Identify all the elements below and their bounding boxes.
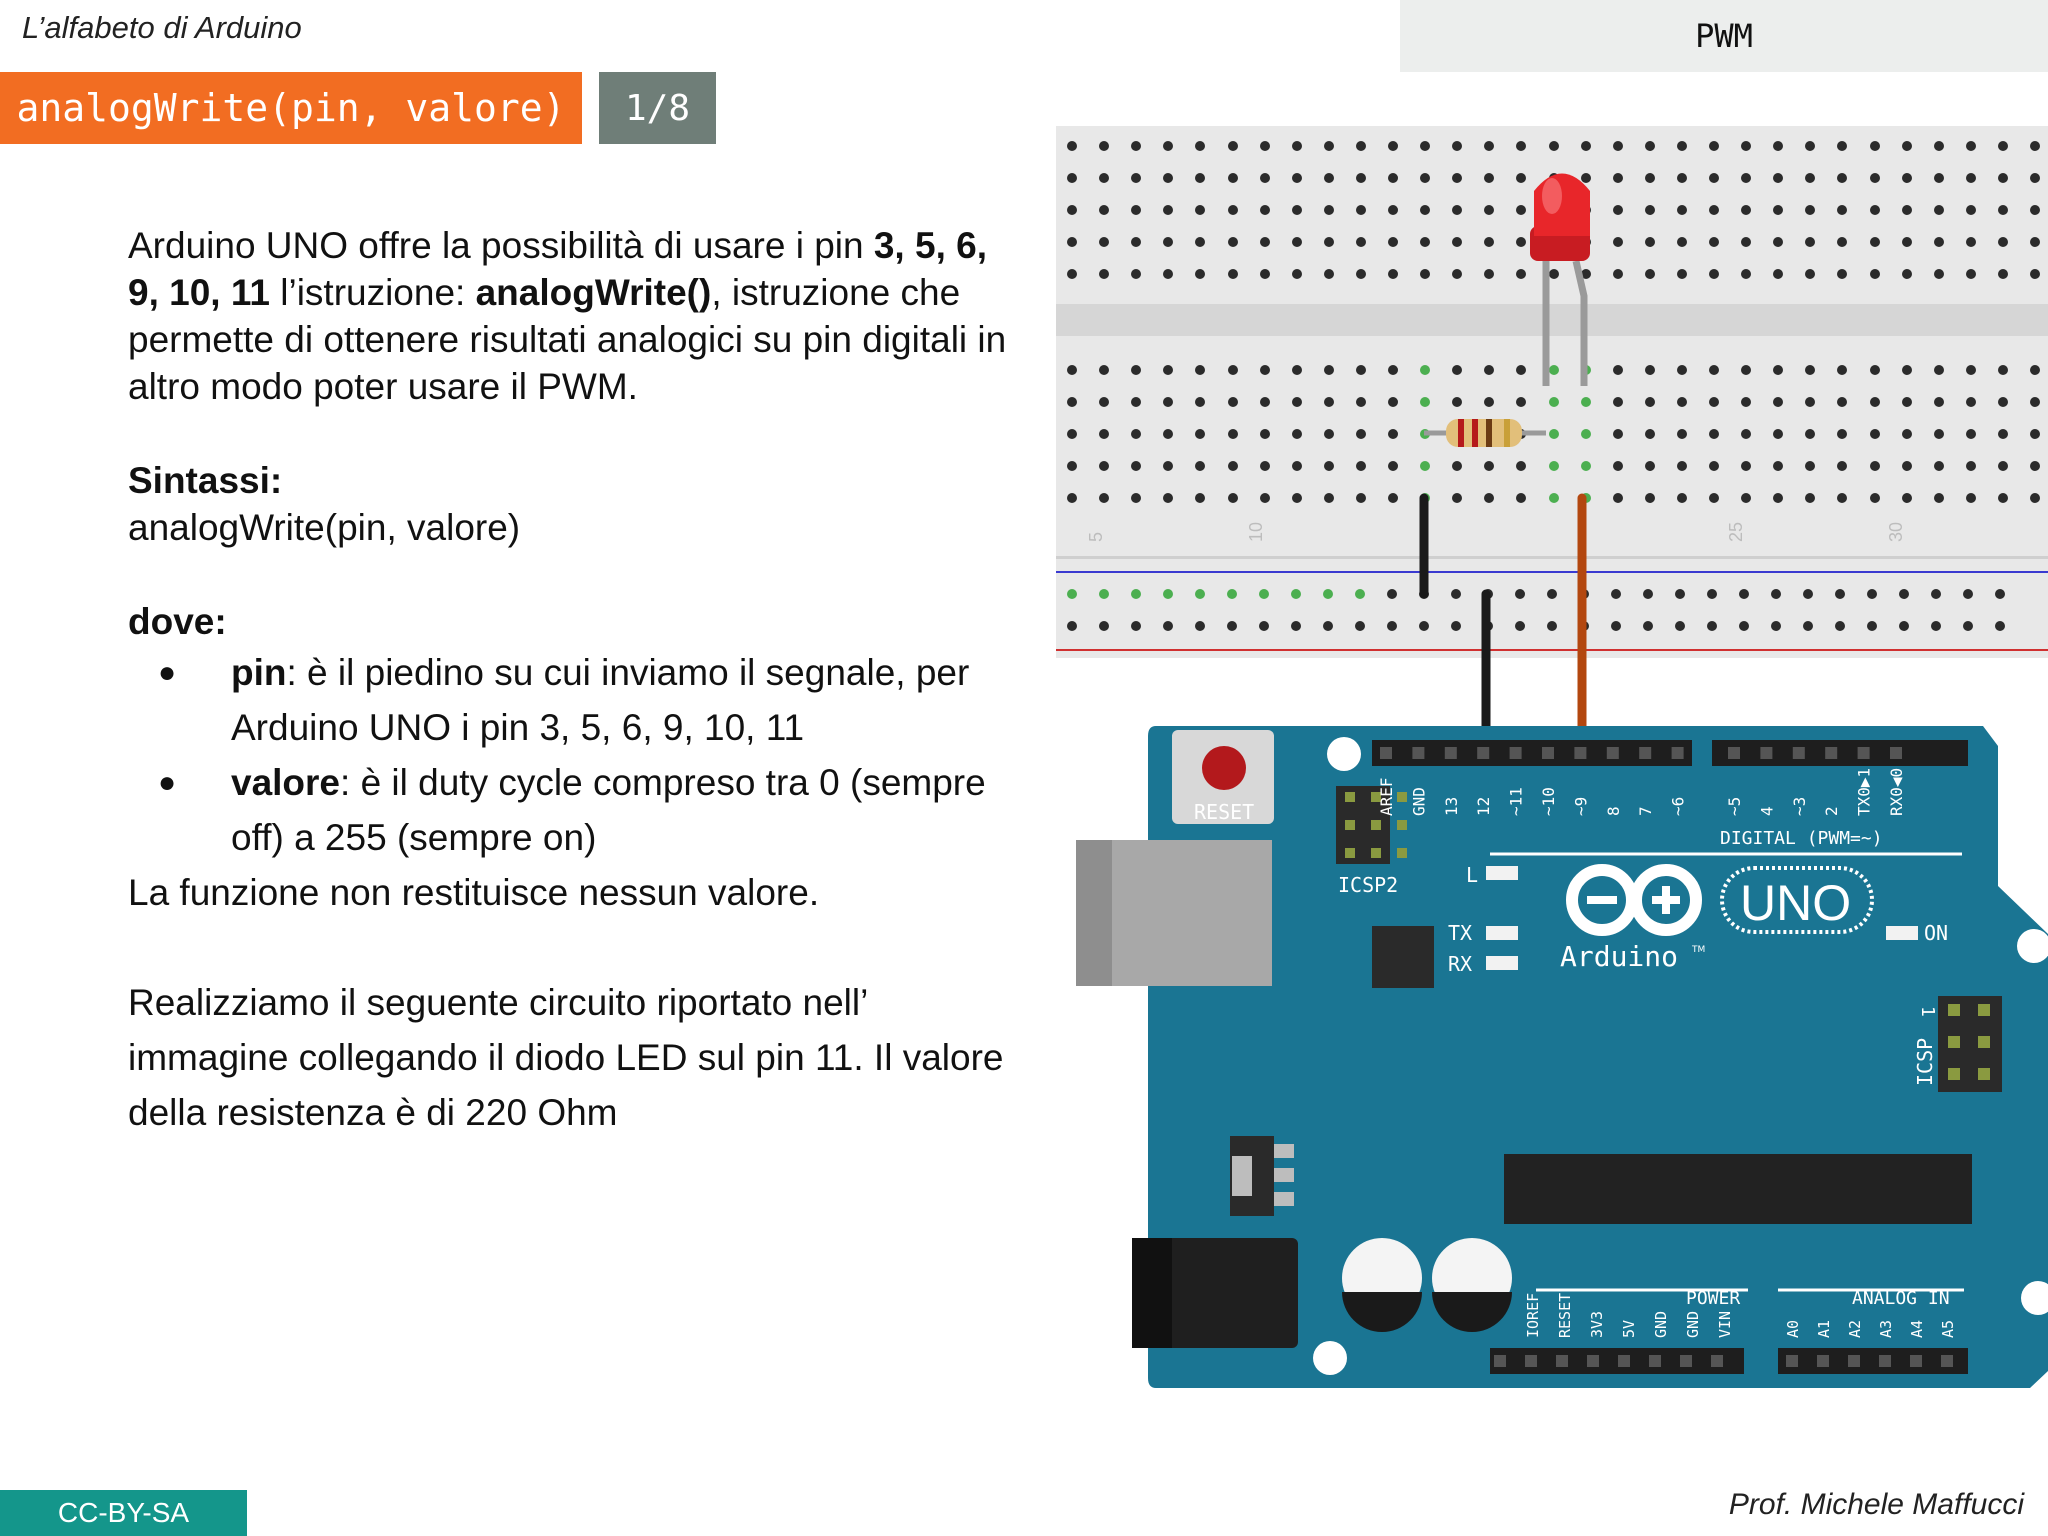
icsp-label: ICSP <box>1913 1038 1937 1086</box>
power-pin-label: GND <box>1652 1311 1670 1338</box>
power-pin-label: 5V <box>1620 1320 1638 1338</box>
digital-pin-label: AREF <box>1377 777 1396 816</box>
arduino-logo-icon <box>1566 864 1874 936</box>
digital-pin-label: 12 <box>1474 797 1493 816</box>
digital-header <box>1380 747 1902 759</box>
bb-number: 10 <box>1246 522 1266 542</box>
analog-pin-label: A0 <box>1784 1320 1802 1338</box>
power-header <box>1494 1355 1953 1367</box>
param-desc: : è il piedino su cui inviamo il segnale… <box>231 652 970 748</box>
tx-label: TX <box>1448 921 1472 945</box>
power-label: POWER <box>1686 1288 1740 1309</box>
analog-pin-label: A2 <box>1846 1320 1864 1338</box>
intro-function: analogWrite() <box>475 272 712 313</box>
power-pin-label: GND <box>1684 1311 1702 1338</box>
analog-pin-labels: A0 A1 A2 A3 A4 A5 <box>1784 1320 1957 1338</box>
author-name: Prof. Michele Maffucci <box>1728 1488 2024 1521</box>
function-tag: analogWrite(pin, valore) <box>0 72 582 144</box>
bb-number: 30 <box>1886 522 1906 542</box>
bb-number: 5 <box>1086 532 1106 542</box>
icsp2-label: ICSP2 <box>1338 873 1398 897</box>
digital-pin-label: TX0▶1 <box>1855 768 1874 816</box>
where-heading: dove: <box>128 601 227 642</box>
circuit-illustration: 5 10 25 30 RESET <box>1056 126 2048 1388</box>
breadboard-holes <box>1067 141 2040 631</box>
led-icon <box>1530 173 1590 386</box>
intro-pins: 3, 5, 6, 9, 10, 11 <box>128 225 987 313</box>
analog-pin-label: A5 <box>1939 1320 1957 1338</box>
digital-pin-label: ~6 <box>1669 797 1688 816</box>
on-label: ON <box>1924 921 1948 945</box>
analog-pin-label: A4 <box>1908 1320 1926 1338</box>
digital-pin-label: ~10 <box>1539 787 1558 816</box>
param-term: valore <box>231 762 341 803</box>
param-list: ● pin: è il piedino su cui inviamo il seg… <box>128 645 1028 865</box>
analog-label: ANALOG IN <box>1852 1288 1950 1309</box>
license-badge: CC-BY-SA <box>0 1490 247 1536</box>
digital-pin-label: ~3 <box>1790 797 1809 816</box>
intro-text-2: l’istruzione: <box>269 272 476 313</box>
digital-pin-label: 7 <box>1636 806 1655 816</box>
analog-pin-label: A1 <box>1815 1320 1833 1338</box>
arduino-brand: Arduino <box>1560 940 1678 973</box>
slide-body: Arduino UNO offre la possibilità di usar… <box>128 222 1028 1140</box>
digital-pin-label: 4 <box>1757 806 1776 816</box>
digital-pin-label: ~9 <box>1571 797 1590 816</box>
intro-text-1: Arduino UNO offre la possibilità di usar… <box>128 225 874 266</box>
param-desc: : è il duty cycle compreso tra 0 (sempre… <box>231 762 986 858</box>
digital-pin-label: 13 <box>1442 797 1461 816</box>
topic-label: PWM <box>1400 0 2048 72</box>
power-pin-label: VIN <box>1716 1311 1734 1338</box>
list-item: ● pin: è il piedino su cui inviamo il seg… <box>128 645 1028 755</box>
digital-pin-label: ~5 <box>1725 797 1744 816</box>
digital-pin-labels: AREF GND 13 12 ~11 ~10 ~9 8 7 ~6 ~5 4 ~3 2 TX0▶1 RX0◀0 <box>1377 768 1906 816</box>
syntax-code: analogWrite(pin, valore) <box>128 507 521 548</box>
rx-label: RX <box>1448 952 1472 976</box>
power-pin-label: 3V3 <box>1588 1311 1606 1338</box>
power-pin-label: RESET <box>1556 1293 1574 1338</box>
digital-pin-label: RX0◀0 <box>1887 768 1906 816</box>
reset-label: RESET <box>1194 800 1254 824</box>
syntax-label: Sintassi: <box>128 457 1028 504</box>
icsp-pin-one: 1 <box>1917 1006 1938 1017</box>
uno-label: UNO <box>1740 875 1851 931</box>
param-term: pin <box>231 652 287 693</box>
analog-pin-label: A3 <box>1877 1320 1895 1338</box>
bullet-icon: ● <box>158 656 177 689</box>
digital-pin-label: GND <box>1409 787 1428 816</box>
header-title: L’alfabeto di Arduino <box>22 10 302 45</box>
digital-label: DIGITAL (PWM=~) <box>1720 828 1883 849</box>
trademark: TM <box>1691 945 1705 955</box>
intro-paragraph: Arduino UNO offre la possibilità di usar… <box>128 222 1028 410</box>
bullet-icon: ● <box>158 766 177 799</box>
resistor-icon <box>1424 419 1546 447</box>
digital-pin-label: ~11 <box>1507 787 1526 816</box>
digital-pin-label: 2 <box>1822 806 1841 816</box>
intro-text-3: , istruzione che permette di ottenere ri… <box>128 272 1007 407</box>
bb-number: 25 <box>1726 522 1746 542</box>
where-label: dove: <box>128 598 1028 645</box>
no-return-text: La funzione non restituisce nessun valor… <box>128 872 820 913</box>
page-indicator: 1/8 <box>599 72 716 144</box>
power-pin-labels: IOREF RESET 3V3 5V GND GND VIN <box>1524 1293 1734 1338</box>
circuit-instructions: Realizziamo il seguente circuito riporta… <box>128 982 1004 1133</box>
syntax-heading: Sintassi: <box>128 460 283 501</box>
list-item: ● valore: è il duty cycle compreso tra 0 … <box>128 755 1028 865</box>
digital-pin-label: 8 <box>1604 806 1623 816</box>
l-led-label: L <box>1466 863 1478 887</box>
power-pin-label: IOREF <box>1524 1293 1542 1338</box>
